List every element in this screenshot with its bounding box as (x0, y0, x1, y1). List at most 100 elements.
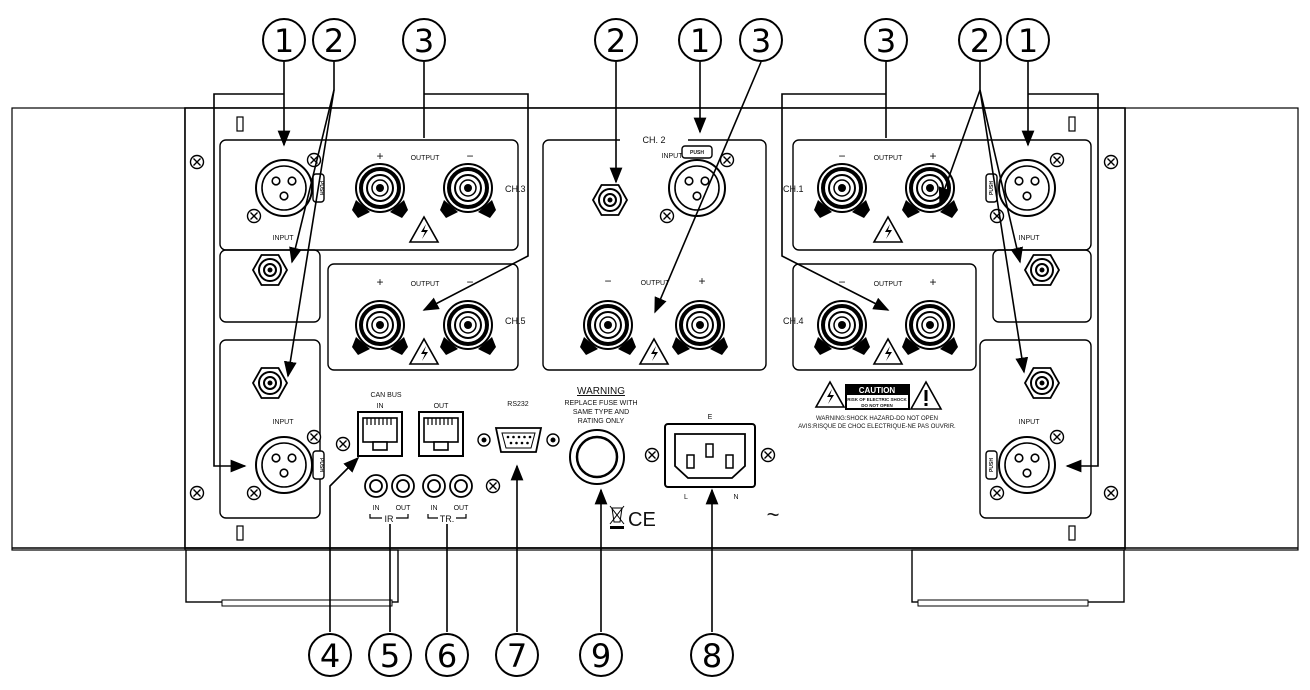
output-label: OUTPUT (411, 155, 441, 162)
can-bus-label: CAN BUS (370, 392, 401, 399)
callout-2: 2 (594, 18, 638, 62)
minus-label: − (466, 275, 473, 289)
ch1-label: CH.1 (783, 184, 804, 194)
minus-label: − (838, 275, 845, 289)
ch2-label: CH. 2 (642, 135, 665, 145)
caution-sub-1: RISK OF ELECTRIC SHOCK (847, 397, 907, 402)
svg-text:3: 3 (876, 22, 896, 60)
ce-mark: CE (628, 509, 656, 531)
output-label: OUTPUT (641, 280, 671, 287)
plus-label: + (376, 275, 383, 289)
svg-text:6: 6 (437, 637, 457, 675)
chassis-screw-icon (1103, 154, 1119, 170)
caution-text-1: WARNING:SHOCK HAZARD-DO NOT OPEN (816, 416, 938, 422)
plus-label: + (929, 149, 936, 163)
fuse-holder[interactable] (569, 429, 625, 485)
plus-label: + (929, 275, 936, 289)
plus-label: + (698, 274, 705, 288)
weee-bin-icon (609, 505, 625, 529)
trigger-in-jack[interactable] (422, 474, 446, 498)
exclamation-warning-icon (909, 380, 943, 410)
mains-l-label: L (684, 494, 688, 501)
ir-in-jack[interactable] (364, 474, 388, 498)
callout-2: 2 (958, 18, 1002, 62)
chassis-screw-icon (644, 447, 660, 463)
minus-label: − (466, 149, 473, 163)
callout-3: 3 (864, 18, 908, 62)
ir-in-label: IN (373, 505, 380, 512)
caution-text-2: AVIS:RISQUE DE CHOC ELECTRIQUE-NE PAS OU… (798, 424, 956, 430)
ir-out-jack[interactable] (391, 474, 415, 498)
output-label: OUTPUT (411, 281, 441, 288)
rs232-port[interactable] (477, 427, 560, 453)
push-label: PUSH (989, 181, 995, 195)
callout-5: 5 (368, 633, 412, 677)
input-label: INPUT (1019, 419, 1041, 426)
caution-label: CAUTION RISK OF ELECTRIC SHOCK DO NOT OP… (798, 380, 956, 430)
warning-line-1: REPLACE FUSE WITH (564, 400, 637, 407)
svg-text:5: 5 (380, 637, 400, 675)
svg-text:9: 9 (591, 637, 611, 675)
trigger-out-label: OUT (454, 505, 470, 512)
can-bus-in-port[interactable] (357, 411, 403, 457)
rca-input-ch1[interactable] (1024, 254, 1060, 286)
chassis-screw-icon (1103, 485, 1119, 501)
trigger-label: TR. (440, 514, 455, 524)
callout-6: 6 (425, 633, 469, 677)
warning-line-3: RATING ONLY (578, 418, 625, 425)
push-label: PUSH (690, 150, 704, 156)
rca-input-ch3[interactable] (252, 254, 288, 286)
svg-text:8: 8 (702, 637, 722, 675)
output-label: OUTPUT (874, 155, 904, 162)
svg-text:2: 2 (606, 22, 626, 60)
trigger-in-label: IN (431, 505, 438, 512)
minus-label: − (838, 149, 845, 163)
rca-input-ch2[interactable] (592, 184, 628, 216)
rca-input-ch4[interactable] (1024, 367, 1060, 399)
iec-power-inlet[interactable] (664, 423, 756, 488)
ch5-label: CH.5 (505, 316, 526, 326)
trigger-out-jack[interactable] (449, 474, 473, 498)
warning-title: WARNING (577, 386, 625, 397)
input-label: INPUT (273, 235, 295, 242)
input-label: INPUT (273, 419, 295, 426)
callout-2: 2 (312, 18, 356, 62)
module-panels (219, 139, 1092, 519)
rca-input-ch5[interactable] (252, 367, 288, 399)
svg-text:3: 3 (751, 22, 771, 60)
callout-1: 1 (262, 18, 306, 62)
ch3-label: CH.3 (505, 184, 526, 194)
push-label: PUSH (318, 181, 324, 195)
ir-out-label: OUT (396, 505, 412, 512)
can-out-label: OUT (434, 403, 450, 410)
channel-4-module: − OUTPUT + CH.4 INPUT PUSH (783, 275, 1064, 500)
ac-symbol: ~ (767, 502, 780, 527)
mains-n-label: N (733, 494, 738, 501)
plus-label: + (376, 149, 383, 163)
chassis-screw-icon (485, 478, 501, 494)
chassis-screw-icon (335, 436, 351, 452)
caution-title: CAUTION (859, 386, 896, 395)
input-label: INPUT (1019, 235, 1041, 242)
output-label: OUTPUT (874, 281, 904, 288)
svg-text:1: 1 (690, 22, 710, 60)
can-in-label: IN (377, 403, 384, 410)
can-bus-out-port[interactable] (418, 411, 464, 457)
push-label: PUSH (989, 458, 995, 472)
callout-4: 4 (308, 633, 352, 677)
chassis-screw-icon (189, 485, 205, 501)
callout-3: 3 (739, 18, 783, 62)
chassis-screw-icon (760, 447, 776, 463)
svg-text:3: 3 (414, 22, 434, 60)
mains-e-label: E (708, 414, 713, 421)
callout-7: 7 (495, 633, 539, 677)
callout-1: 1 (1006, 18, 1050, 62)
callout-markers: 1 2 3 2 1 3 3 2 1 4 5 6 7 9 8 (262, 18, 1050, 677)
callout-1: 1 (678, 18, 722, 62)
push-latch-icon: PUSH (985, 450, 998, 480)
push-latch-icon: PUSH (681, 145, 713, 159)
channel-5-module: + OUTPUT − CH.5 INPUT PUSH (248, 275, 526, 500)
svg-text:4: 4 (320, 637, 340, 675)
